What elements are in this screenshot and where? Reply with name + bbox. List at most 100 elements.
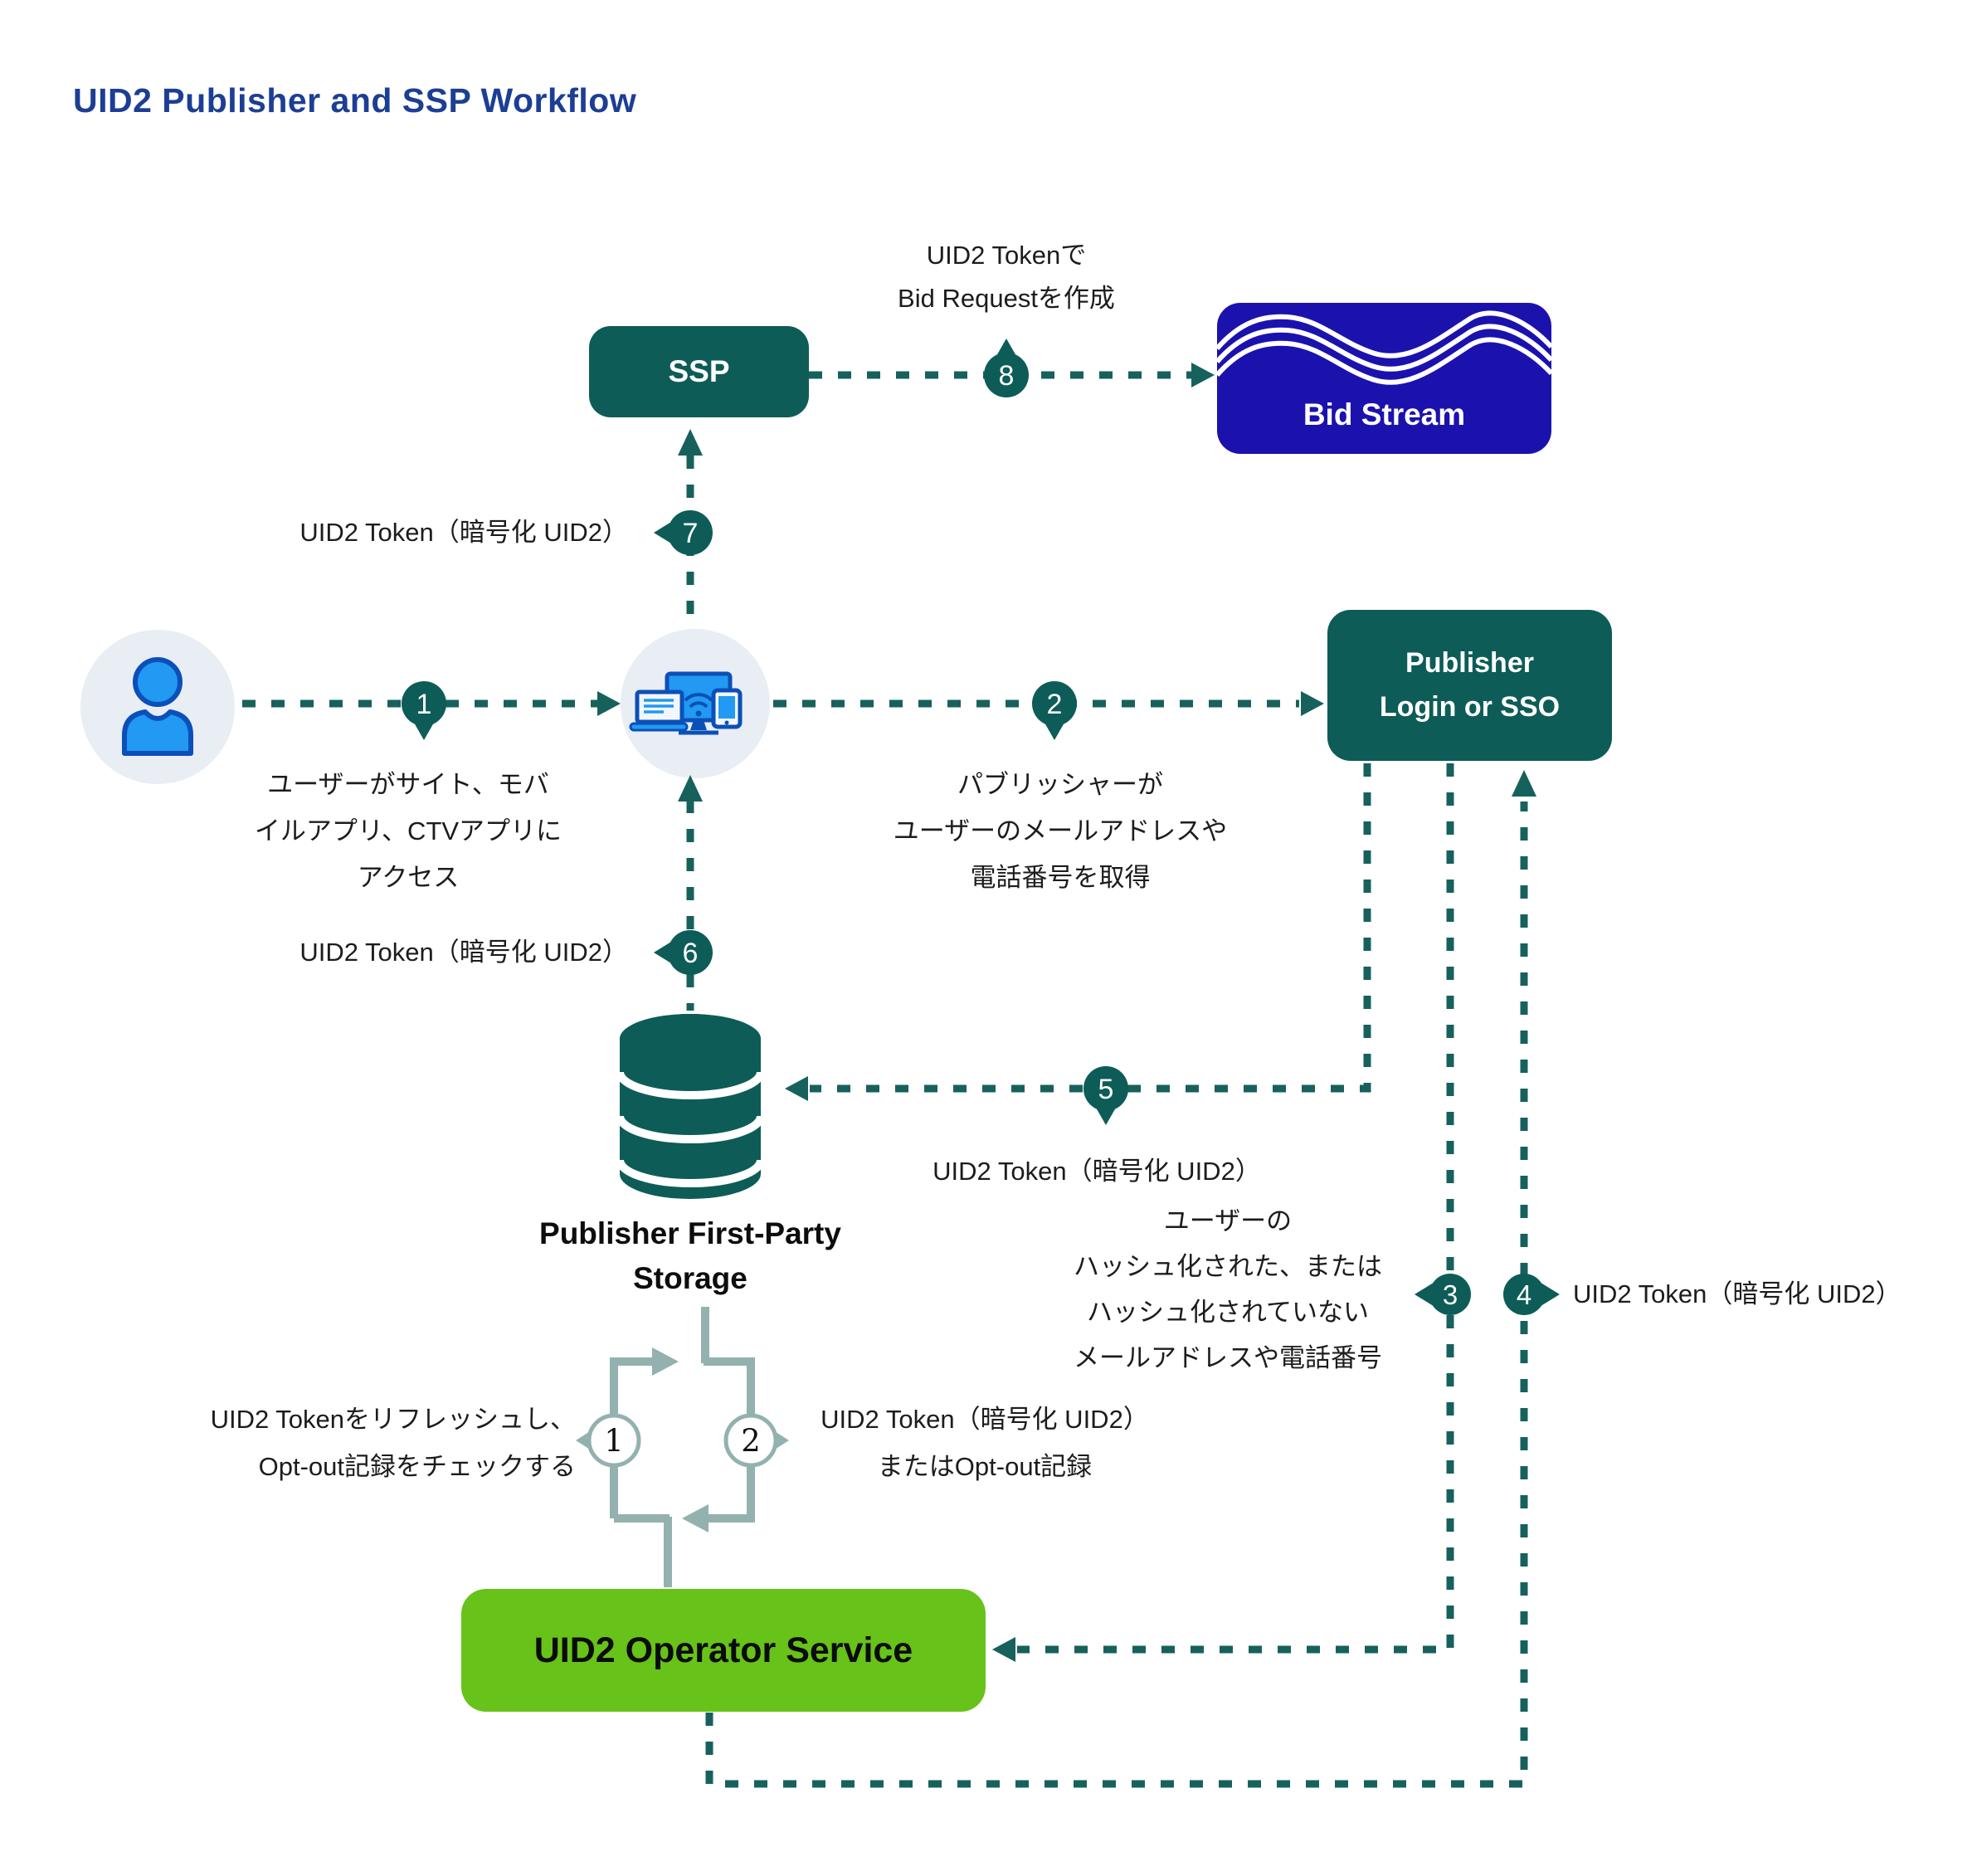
arrowhead-into-operator — [992, 1637, 1015, 1662]
step-3-label-line1: ユーザーの — [1163, 1206, 1293, 1235]
step-badge-3-circle — [1429, 1274, 1471, 1315]
wifi-arc-2 — [689, 701, 709, 709]
arrowhead-into-devices — [597, 691, 621, 716]
step-7-label: UID2 Token（暗号化 UID2） — [299, 518, 628, 547]
step-badge-4-circle — [1503, 1274, 1545, 1315]
user-icon-body — [122, 709, 193, 756]
step-1-label-line1: ユーザーがサイト、モバ — [267, 770, 549, 799]
step-2-label-line2: ユーザーのメールアドレスや — [893, 816, 1228, 845]
node-publisher-login: Publisher Login or SSO — [1327, 610, 1612, 761]
step-badge-5-circle — [1083, 1066, 1128, 1111]
step-8-label: UID2 Tokenで Bid Requestを作成 — [757, 234, 1255, 320]
operator-label: UID2 Operator Service — [533, 1630, 913, 1670]
step-badges: 1 2 3 4 5 — [402, 339, 1560, 1315]
step-badge-2-circle — [1032, 681, 1077, 726]
step-3-label-line4: メールアドレスや電話番号 — [1074, 1343, 1382, 1372]
page-title: UID2 Publisher and SSP Workflow — [73, 81, 637, 119]
loop-step-1-number: 1 — [604, 1423, 624, 1459]
step-badge-6-number: 6 — [683, 938, 699, 969]
loop-step-2-marker: 2 — [723, 1413, 789, 1468]
tablet-home-button — [724, 720, 729, 725]
wifi-dot — [695, 710, 702, 717]
step-badge-5-number: 5 — [1098, 1074, 1114, 1105]
arrowhead-up-into-devices — [678, 775, 703, 802]
storage-label-line2: Storage — [633, 1261, 747, 1295]
loop-step-2-circle — [723, 1413, 778, 1468]
step-badge-7-number: 7 — [683, 518, 699, 549]
loop-arrow-right — [652, 1347, 679, 1376]
loop-step-2-number: 2 — [741, 1423, 761, 1459]
step-badge-3-number: 3 — [1443, 1279, 1458, 1310]
step-badge-5: 5 — [1083, 1066, 1128, 1125]
loop-step-1-label: UID2 Tokenをリフレッシュし、 Opt-out記録をチェックする — [211, 1396, 576, 1490]
step-badge-2-number: 2 — [1047, 689, 1063, 720]
arrowhead-into-ssp — [678, 429, 703, 456]
loop-step-1-marker: 1 — [576, 1413, 641, 1468]
step-8-label-line1: UID2 Tokenで — [926, 241, 1087, 270]
step-1-label: ユーザーがサイト、モバ イルアプリ、CTVアプリに アクセス — [134, 762, 682, 901]
step-badge-4-number: 4 — [1517, 1279, 1531, 1310]
step-badge-1: 1 — [402, 681, 446, 740]
arrowhead-into-bidstream — [1191, 363, 1215, 387]
step-5-label: UID2 Token（暗号化 UID2） — [933, 1157, 1261, 1186]
arrowhead-into-storage — [785, 1076, 808, 1101]
connector-arrowheads — [597, 363, 1536, 1662]
laptop-base — [629, 722, 689, 732]
loop-step-1-label-line2: Opt-out記録をチェックする — [258, 1452, 576, 1481]
connector-publisher-to-operator — [1017, 763, 1454, 1654]
step-3-label-line3: ハッシュ化されていない — [1086, 1298, 1370, 1327]
loop-step-2-label-line2: またはOpt-out記録 — [877, 1452, 1093, 1481]
step-8-label-line2: Bid Requestを作成 — [898, 284, 1115, 313]
step-badge-2: 2 — [1032, 681, 1077, 740]
ssp-label: SSP — [668, 354, 730, 388]
wave-2 — [1215, 324, 1554, 372]
step-3-label: ユーザーの ハッシュ化された、または ハッシュ化されていない メールアドレスや電… — [954, 1198, 1502, 1381]
step-badge-7-circle — [668, 510, 713, 555]
wave-3 — [1215, 337, 1554, 385]
step-badge-6: 6 — [654, 930, 713, 975]
tablet-screen — [718, 696, 735, 719]
step-4-label: UID2 Token（暗号化 UID2） — [1573, 1279, 1902, 1308]
dashed-connectors — [242, 371, 1528, 1788]
arrowhead-up-into-publisher — [1512, 770, 1536, 797]
step-badge-7: 7 — [654, 510, 713, 555]
refresh-loop-arrowheads — [652, 1347, 709, 1532]
storage-label-line1: Publisher First-Party — [539, 1216, 841, 1250]
step-2-label: パブリッシャーが ユーザーのメールアドレスや 電話番号を取得 — [786, 762, 1334, 901]
database-icon — [616, 1014, 765, 1199]
step-badge-1-circle — [402, 681, 446, 726]
node-ssp: SSP — [589, 326, 809, 417]
step-2-label-line1: パブリッシャーが — [957, 770, 1163, 799]
step-badge-4: 4 — [1503, 1274, 1560, 1315]
arrowhead-into-publisher — [1301, 691, 1324, 716]
node-uid2-operator-service: UID2 Operator Service — [461, 1589, 986, 1712]
user-icon — [122, 657, 193, 756]
laptop-text-lines — [644, 699, 674, 714]
loop-step-1-circle — [587, 1413, 641, 1468]
database-band-2 — [616, 1115, 765, 1143]
monitor-stand — [690, 720, 707, 730]
wifi-arc-1 — [684, 693, 713, 702]
publisher-login-label-line2: Login or SSO — [1379, 691, 1561, 723]
step-badge-8: 8 — [984, 339, 1029, 397]
loop-step-1-label-line1: UID2 Tokenをリフレッシュし、 — [210, 1405, 576, 1434]
wave-1 — [1215, 310, 1554, 358]
loop-arrow-left — [682, 1504, 709, 1532]
step-badge-8-circle — [984, 353, 1029, 397]
step-2-label-line3: 電話番号を取得 — [970, 863, 1151, 892]
database-band-1 — [616, 1071, 765, 1099]
bid-stream-waves-icon — [1215, 310, 1554, 385]
step-badge-1-number: 1 — [416, 689, 432, 720]
step-1-label-line2: イルアプリ、CTVアプリに — [254, 816, 562, 845]
devices-icon — [629, 671, 743, 735]
step-badge-3: 3 — [1415, 1274, 1471, 1315]
step-3-label-line2: ハッシュ化された、または — [1074, 1252, 1382, 1281]
step-1-label-line3: アクセス — [357, 863, 460, 892]
step-badge-6-circle — [668, 930, 713, 975]
connector-publisher-to-storage — [810, 763, 1371, 1093]
step-badge-8-number: 8 — [999, 360, 1015, 392]
loop-step-2-label-line1: UID2 Token（暗号化 UID2） — [821, 1405, 1149, 1434]
database-band-3 — [616, 1159, 765, 1187]
